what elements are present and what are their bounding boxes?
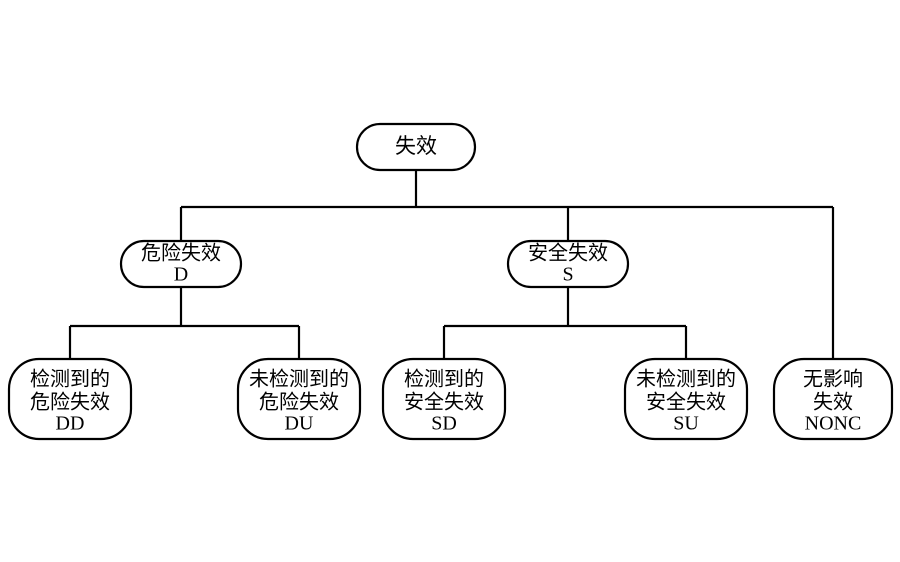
node-sd-code: SD [431,413,457,435]
node-du-label-line1: 未检测到的 [249,368,349,391]
node-du-label-line2: 危险失效 [259,391,339,414]
node-su-label-line1: 未检测到的 [636,368,736,391]
node-dd-label-line2: 危险失效 [30,391,110,414]
node-safe-failure[interactable]: 安全失效 S [506,239,630,289]
node-su-label-line2: 安全失效 [646,391,726,414]
node-sd-label-line1: 检测到的 [404,368,484,391]
node-dangerous-code: D [174,264,188,286]
node-sd-label-line2: 安全失效 [404,391,484,414]
node-du-shape [236,357,362,441]
node-dangerous-failure[interactable]: 危险失效 D [119,239,243,289]
node-nonc-label-line1: 无影响 [803,368,863,391]
node-root-shape [355,122,477,172]
node-su-code: SU [673,413,699,435]
node-sd-shape [381,357,507,441]
node-undetected-dangerous-failure[interactable]: 未检测到的 危险失效 DU [236,357,362,441]
node-du-code: DU [285,413,314,435]
node-dd-label-line1: 检测到的 [30,368,110,391]
node-su-shape [623,357,749,441]
node-detected-safe-failure[interactable]: 检测到的 安全失效 SD [381,357,507,441]
node-undetected-safe-failure[interactable]: 未检测到的 安全失效 SU [623,357,749,441]
node-dd-shape [7,357,133,441]
node-dd-code: DD [56,413,85,435]
node-safe-code: S [562,264,573,286]
node-no-effect-failure[interactable]: 无影响 失效 NONC [772,357,894,441]
node-dangerous-shape [119,239,243,289]
node-safe-label: 安全失效 [528,242,608,265]
node-root-label: 失效 [395,134,437,158]
node-nonc-label-line2: 失效 [813,391,853,414]
node-detected-dangerous-failure[interactable]: 检测到的 危险失效 DD [7,357,133,441]
connector-group [68,170,835,359]
node-nonc-code: NONC [805,413,862,435]
node-nonc-shape [772,357,894,441]
node-safe-shape [506,239,630,289]
node-root[interactable]: 失效 [355,122,477,172]
node-dangerous-label: 危险失效 [141,242,221,265]
